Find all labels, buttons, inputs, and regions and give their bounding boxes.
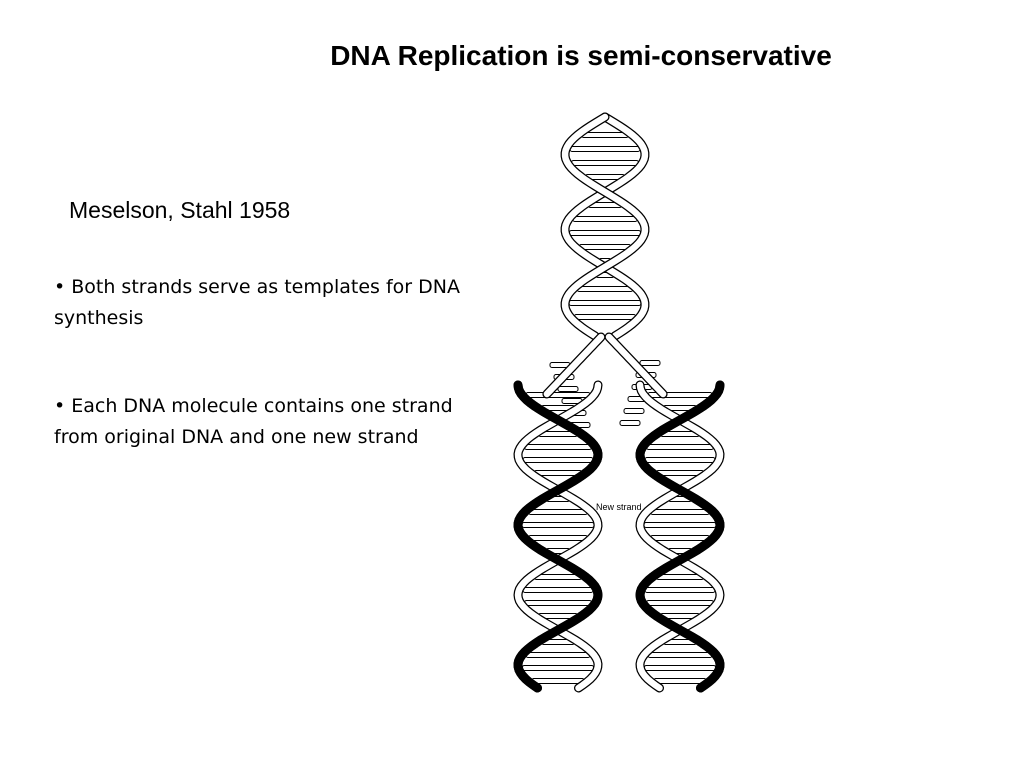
- left-daughter-base-pair: [524, 444, 592, 450]
- free-nucleotide: [557, 386, 579, 392]
- parent-base-pair: [568, 230, 642, 236]
- left-daughter-base-pair: [533, 470, 583, 476]
- right-daughter-base-pair: [646, 444, 714, 450]
- right-daughter-old-strand: [636, 381, 724, 692]
- right-daughter-base-pair: [655, 574, 705, 580]
- parent-base-pair: [572, 216, 638, 222]
- left-daughter-old-strand: [514, 381, 602, 692]
- left-daughter-base-pair: [525, 652, 591, 658]
- free-nucleotide: [623, 408, 645, 414]
- right-daughter-base-pair: [644, 457, 716, 463]
- left-daughter-base-pair: [524, 600, 592, 606]
- right-daughter-new-strand: [635, 380, 725, 693]
- parent-base-pair: [569, 146, 641, 152]
- parent-base-pair: [576, 286, 634, 292]
- helix-strands: [513, 112, 725, 693]
- slide-title: DNA Replication is semi-conservative: [330, 40, 832, 71]
- right-daughter-base-pair: [653, 678, 707, 684]
- free-nucleotide: [619, 420, 641, 426]
- base-pair-rungs: [521, 132, 717, 684]
- free-nucleotide: [639, 360, 661, 366]
- right-daughter-base-pair: [647, 652, 713, 658]
- parent-base-pair: [573, 314, 637, 320]
- right-daughter-base-pair: [650, 509, 710, 515]
- left-daughter-base-pair: [531, 678, 585, 684]
- left-daughter-base-pair: [522, 457, 594, 463]
- left-daughter-new-strand: [513, 380, 603, 693]
- dna-helix-svg: New strand: [513, 112, 725, 693]
- citation-subtitle: Meselson, Stahl 1958: [69, 197, 291, 223]
- new-strand-label: New strand: [596, 502, 642, 512]
- left-daughter-base-pair: [525, 392, 591, 398]
- right-daughter-base-pair: [646, 600, 714, 606]
- parent-base-pair: [578, 244, 632, 250]
- parent-strand-b: [561, 113, 649, 340]
- left-daughter-base-pair: [528, 535, 588, 541]
- fork-strand-right: [605, 333, 667, 398]
- fork-strand-left: [543, 333, 605, 398]
- left-daughter-base-pair: [521, 522, 595, 528]
- right-daughter-base-pair: [644, 587, 716, 593]
- parent-base-pair: [581, 132, 629, 138]
- bullet-semi-conservative: • Each DNA molecule contains one strand …: [54, 395, 453, 448]
- right-daughter-base-pair: [650, 535, 710, 541]
- bullet-templates: • Both strands serve as templates for DN…: [54, 276, 460, 329]
- parent-strand-a: [561, 113, 649, 340]
- parent-base-pair: [571, 160, 639, 166]
- parent-base-pair: [568, 300, 642, 306]
- left-daughter-base-pair: [522, 587, 594, 593]
- left-daughter-base-pair: [528, 509, 588, 515]
- left-daughter-base-pair: [533, 574, 583, 580]
- dna-replication-diagram: New strand: [490, 105, 760, 705]
- left-daughter-base-pair: [521, 665, 595, 671]
- right-daughter-base-pair: [643, 665, 717, 671]
- right-daughter-base-pair: [643, 522, 717, 528]
- right-daughter-base-pair: [655, 470, 705, 476]
